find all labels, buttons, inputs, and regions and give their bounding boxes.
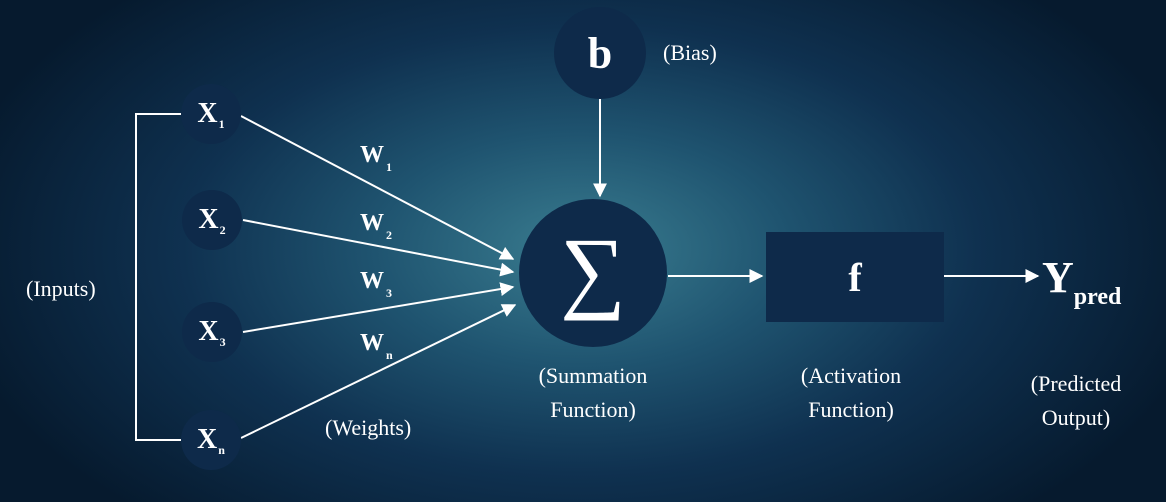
weight-line-1 [240, 115, 515, 260]
inputs-bracket [135, 113, 181, 441]
activation-symbol: f [848, 254, 862, 300]
input-symbol: X [197, 424, 218, 455]
bias-symbol: b [587, 28, 613, 78]
input-subscript: 2 [219, 222, 226, 237]
output-symbol: Y [1042, 253, 1074, 302]
weight-symbol: W [360, 210, 384, 236]
activation-label-line1: (Activation [800, 363, 902, 388]
summation-node: ∑ [519, 199, 667, 347]
weight-line-3 [242, 282, 515, 333]
summation-label: (Summation Function) [514, 359, 672, 427]
inputs-label: (Inputs) [26, 276, 96, 301]
sigma-symbol: ∑ [560, 219, 626, 321]
bias-label: (Bias) [663, 40, 717, 65]
weight-symbol: W [360, 268, 384, 294]
summation-label-line1: (Summation [538, 363, 648, 388]
summation-label-line2: Function) [550, 397, 636, 422]
input-symbol: X [198, 204, 219, 235]
predicted-label-line1: (Predicted [1030, 371, 1122, 396]
weight-symbol: W [360, 330, 384, 356]
predicted-output-label: (Predicted Output) [1006, 367, 1146, 435]
output-label: Ypred [1042, 252, 1121, 310]
weight-subscript: 3 [386, 286, 392, 300]
predicted-label-line2: Output) [1041, 405, 1111, 430]
input-subscript: n [218, 442, 225, 457]
bias-node: b [554, 7, 646, 99]
weight-subscript: 2 [386, 228, 392, 242]
weight-symbol: W [360, 142, 384, 168]
weight-subscript: n [386, 348, 393, 362]
input-subscript: 1 [218, 116, 225, 131]
weight-line-n [240, 304, 517, 439]
activation-label: (Activation Function) [772, 359, 930, 427]
input-subscript: 3 [219, 334, 226, 349]
input-symbol: X [198, 316, 219, 347]
weights-label: (Weights) [325, 415, 412, 440]
activation-box: f [766, 232, 944, 322]
weight-line-2 [242, 219, 515, 277]
output-subscript: pred [1073, 284, 1122, 310]
input-symbol: X [197, 98, 218, 129]
weight-subscript: 1 [386, 160, 392, 174]
activation-label-line2: Function) [808, 397, 894, 422]
